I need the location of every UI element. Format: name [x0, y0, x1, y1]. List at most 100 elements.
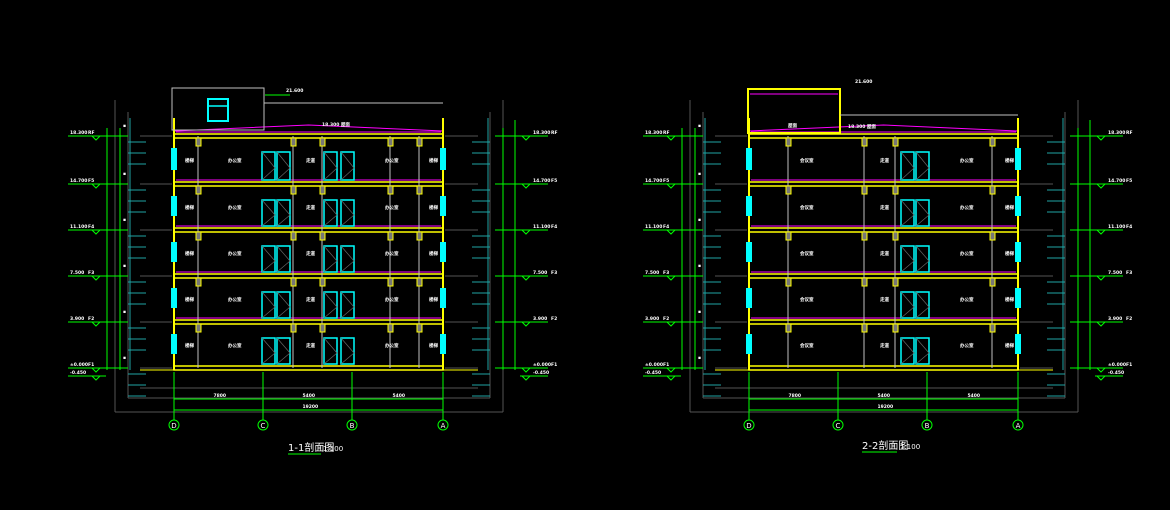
floor-slab: [173, 227, 444, 233]
level-label-left: -0.450: [70, 370, 86, 376]
beam-section: [290, 323, 297, 333]
door-leaf: [276, 151, 291, 181]
door-swing: [276, 337, 291, 365]
door-leaf: [915, 245, 930, 273]
floor-tag: F3: [88, 270, 94, 276]
tower-elevation-label: 21.600: [286, 88, 303, 94]
door-leaf: [323, 291, 338, 319]
beam-section: [387, 277, 394, 287]
level-triangle-icon: [665, 229, 677, 235]
beam-section: [195, 185, 202, 195]
level-triangle-icon: [1095, 183, 1107, 189]
tower-elevation-label: 21.600: [855, 79, 872, 85]
window-glazing: [1015, 288, 1021, 308]
beam-section: [290, 137, 297, 147]
beam-section: [892, 323, 899, 333]
level-triangle-icon: [90, 229, 102, 235]
window-glazing: [1015, 242, 1021, 262]
door-swing: [323, 337, 338, 365]
level-triangle-icon: [520, 375, 532, 381]
level-label-right: 14.700: [1108, 178, 1125, 184]
level-label-right: -0.450: [533, 370, 549, 376]
level-triangle-icon: [1095, 135, 1107, 141]
door-swing: [323, 199, 338, 227]
beam-section: [989, 323, 996, 333]
beam-section: [989, 231, 996, 241]
axis-bubble: [257, 419, 269, 431]
room-label: 办公室: [960, 296, 974, 303]
level-label-left: 3.900: [70, 316, 84, 322]
beam-section: [387, 231, 394, 241]
level-triangle-icon: [1095, 321, 1107, 327]
door-swing: [276, 291, 291, 319]
room-label: 走道: [879, 342, 889, 349]
beam-section: [319, 231, 326, 241]
axis-bubble: [437, 419, 449, 431]
door-swing: [915, 151, 930, 181]
level-label-left: 14.700: [645, 178, 662, 184]
beam-section: [195, 137, 202, 147]
door-swing: [323, 291, 338, 319]
window-glazing: [1015, 196, 1021, 216]
floor-tag: F4: [88, 224, 94, 230]
room-label: 楼梯: [1005, 296, 1014, 303]
beam-section: [290, 185, 297, 195]
level-label-right: 14.700: [533, 178, 550, 184]
level-triangle-icon: [90, 135, 102, 141]
level-triangle-icon: [1095, 229, 1107, 235]
door-leaf: [340, 151, 355, 181]
floor-slab: [748, 181, 1019, 187]
level-label-right: ±0.000: [533, 362, 551, 368]
room-label: 走道: [305, 204, 315, 211]
room-label: 走道: [879, 250, 889, 257]
section-title-2-2: 2-2剖面图: [862, 439, 908, 452]
window-glazing: [746, 288, 752, 308]
level-label-right: 3.900: [1108, 316, 1122, 322]
room-label: 楼梯: [429, 204, 438, 211]
dim-text: ▪: [698, 264, 701, 269]
floor-slab: [748, 365, 1019, 371]
room-label: 走道: [305, 342, 315, 349]
level-triangle-icon: [665, 275, 677, 281]
floor-tag: RF: [88, 130, 95, 136]
door-swing: [276, 199, 291, 227]
door-leaf: [276, 337, 291, 365]
beam-section: [387, 137, 394, 147]
beam-section: [892, 137, 899, 147]
axis-label-D: D: [746, 422, 751, 430]
door-swing: [900, 291, 915, 319]
room-label: 办公室: [960, 204, 974, 211]
door-swing: [261, 337, 276, 365]
beam-section: [195, 323, 202, 333]
floor-tag: F2: [663, 316, 669, 322]
beam-section: [319, 185, 326, 195]
level-triangle-icon: [1095, 367, 1107, 373]
axis-label-C: C: [836, 422, 841, 430]
level-triangle-icon: [520, 135, 532, 141]
door-leaf: [915, 151, 930, 181]
floor-tag: RF: [1126, 130, 1133, 136]
door-swing: [915, 337, 930, 365]
room-label: 办公室: [960, 342, 974, 349]
door-leaf: [340, 337, 355, 365]
beam-section: [416, 185, 423, 195]
floor-tag: F1: [1126, 362, 1132, 368]
section-scale-2-2: 1:100: [900, 443, 920, 451]
floor-tag: F2: [88, 316, 94, 322]
roof-slope-line: [173, 124, 444, 132]
door-swing: [900, 245, 915, 273]
roof-level-label: 18.300 屋面: [322, 121, 350, 128]
level-triangle-icon: [90, 367, 102, 373]
floor-tag: F1: [88, 362, 94, 368]
level-label-right: 18.300: [533, 130, 550, 136]
dim-text: ▪: [123, 218, 126, 223]
room-label: 会议室: [800, 157, 814, 164]
room-label: 办公室: [960, 157, 974, 164]
door-leaf: [323, 199, 338, 227]
beam-section: [989, 277, 996, 287]
room-label: 办公室: [228, 296, 242, 303]
dim-text: ▪: [698, 124, 701, 129]
